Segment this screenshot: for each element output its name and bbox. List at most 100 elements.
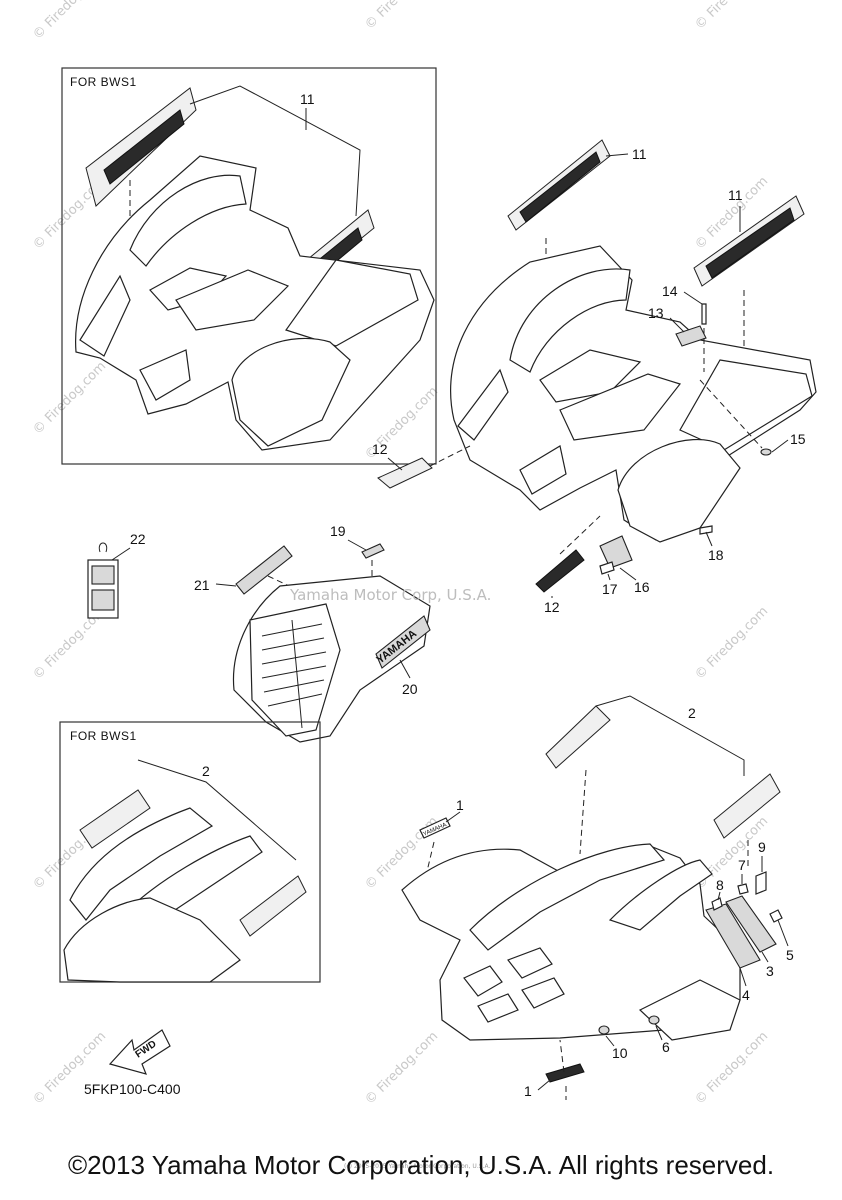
leader-11b (605, 153, 629, 157)
leader-2b (595, 695, 745, 776)
part-12-decal (377, 457, 433, 489)
bws1-box-title: FOR BWS1 (70, 75, 137, 89)
part-label-1: 1 (456, 797, 464, 813)
leader-8 (717, 891, 721, 901)
part-22-tag-group: 22 (87, 531, 146, 619)
watermark-firedog: © Firedog.com (362, 1029, 441, 1108)
fender-side-panel (285, 259, 419, 347)
side-cover-vent-panel (249, 603, 341, 737)
small-credit-watermark: (c) 2005-2015 Yamaha Motor Corporation, … (344, 1163, 491, 1170)
part-21-decal (235, 545, 293, 595)
rear-fender-handle (69, 807, 214, 921)
part-8-washer (711, 897, 723, 911)
fender-left-wing (79, 274, 131, 357)
part-15-grommet (760, 448, 772, 456)
leader-13 (669, 317, 685, 333)
bws1-box-title: FOR BWS1 (70, 729, 137, 743)
fender-rear-wing (617, 439, 741, 543)
bws1-rear-fender-box: FOR BWS1 2 (59, 721, 321, 983)
part-19-label (361, 543, 385, 559)
fender-cutout (539, 349, 642, 403)
rear-fender-grab-bar (469, 843, 666, 951)
leader-6 (655, 1025, 663, 1041)
fender-mount (519, 445, 567, 495)
part-label-15: 15 (790, 431, 806, 447)
rear-fender-cutout (463, 965, 503, 997)
part-label-16: 16 (634, 579, 650, 595)
rear-fender-grab-bar (608, 859, 713, 931)
center-watermark: Yamaha Motor Corp, U.S.A. (290, 586, 492, 604)
leader-16 (619, 567, 637, 581)
fender-rear-wing (231, 337, 351, 447)
part-label-1: 1 (524, 1083, 532, 1099)
copyright-footer: ©2013 Yamaha Motor Corporation, U.S.A. A… (67, 1150, 775, 1180)
leader-4 (739, 967, 747, 987)
leader-18 (705, 531, 713, 547)
bws1-box-frame (61, 67, 437, 465)
part-label-21: 21 (194, 577, 210, 593)
part-label-4: 4 (742, 987, 750, 1003)
part-label-13: 13 (648, 305, 664, 321)
fender-side-panel (679, 359, 813, 451)
part-10-grommet (598, 1025, 610, 1035)
leader-3 (761, 951, 769, 963)
fender-tray (175, 269, 290, 331)
rear-fender-assembly: 2 YAMAHA 1 3 4 5 7 8 9 (401, 695, 794, 1100)
part-label-6: 6 (662, 1039, 670, 1055)
dash-line (699, 379, 763, 449)
part-label-11: 11 (728, 187, 743, 203)
part-label-2: 2 (688, 705, 696, 721)
part-label-12: 12 (544, 599, 560, 615)
watermark-firedog: © Firedog.com (30, 359, 109, 438)
tag-panel (91, 565, 115, 585)
dash-line (579, 769, 587, 855)
part-label-22: 22 (130, 531, 146, 547)
leader-17 (607, 573, 611, 581)
part-1-emblem-bottom (545, 1063, 585, 1083)
part-5-bolt (769, 909, 783, 923)
bws1-front-fender-box: FOR BWS1 11 (61, 67, 437, 465)
part-16-plate (599, 535, 633, 569)
fender-left-wing (457, 368, 509, 441)
part-label-7: 7 (738, 857, 746, 873)
watermark-firedog: © Firedog.com (692, 1029, 771, 1108)
leader-20 (399, 659, 411, 679)
leader-22 (111, 547, 131, 561)
part-18-screw (699, 525, 713, 535)
part-12-reflector (535, 549, 585, 593)
leader-12a (387, 457, 403, 471)
rear-fender-cutout (477, 993, 519, 1023)
leader-11a (189, 85, 361, 217)
leader-15 (771, 439, 789, 453)
part-label-10: 10 (612, 1045, 628, 1061)
part-label-8: 8 (716, 877, 724, 893)
leader-21 (215, 583, 237, 587)
leader-1a (445, 811, 461, 823)
part-6-grommet (648, 1015, 660, 1025)
part-label-20: 20 (402, 681, 418, 697)
rear-fender-handle (128, 835, 263, 921)
fwd-arrow (108, 1029, 171, 1075)
dash-line (559, 515, 601, 555)
part-2-decal-right (713, 773, 781, 839)
watermark-firedog: © Firedog.com (30, 0, 109, 43)
side-cover-vents (261, 619, 327, 729)
dash-line (429, 445, 471, 467)
part-label-19: 19 (330, 523, 346, 539)
part-17-clip (599, 561, 615, 575)
decal-11-center-graphic (519, 151, 601, 223)
dash-line (267, 575, 341, 611)
part-label-5: 5 (786, 947, 794, 963)
watermark-firedog: © Firedog.com (692, 0, 771, 33)
fender-tray (559, 373, 682, 441)
side-cover-group: 21 19 YAMAHA 20 (194, 523, 431, 743)
part-14-screw (701, 303, 707, 325)
watermark-firedog: © Firedog.com (692, 604, 771, 683)
rear-fender-bws1 (63, 897, 241, 983)
front-fender-assembly: 11 11 13 14 15 12 1 (372, 139, 817, 615)
rear-decal-left (79, 789, 151, 849)
leader-19 (347, 539, 367, 551)
part-label-11: 11 (300, 91, 315, 107)
part-label-11: 11 (632, 146, 647, 162)
